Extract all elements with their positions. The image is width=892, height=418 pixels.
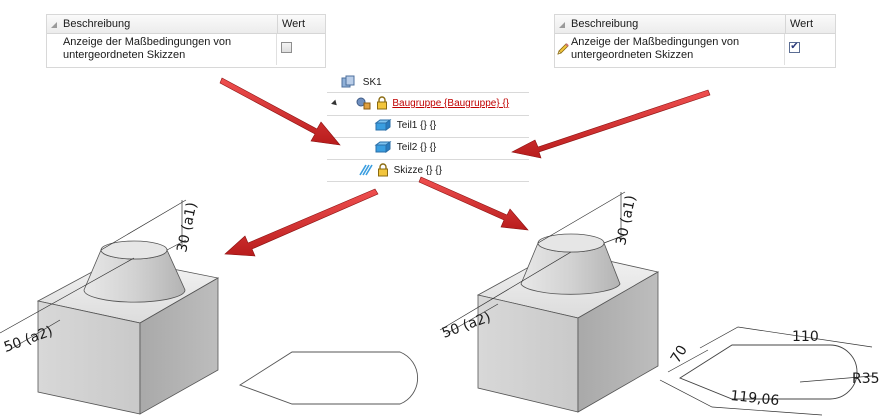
- dimension-height-label[interactable]: 30 (a1): [174, 201, 200, 254]
- property-description: Anzeige der Maßbedingungen von untergeor…: [569, 34, 786, 65]
- annotation-arrows: [219, 77, 711, 257]
- tree-node-assembly[interactable]: Baugruppe {Baugruppe} {}: [331, 93, 510, 115]
- tree-node-part1[interactable]: Teil1 {} {}: [374, 115, 436, 137]
- property-description: Anzeige der Maßbedingungen von untergeor…: [61, 34, 278, 65]
- tree-label-assembly[interactable]: Baugruppe {Baugruppe} {}: [392, 98, 510, 109]
- pencil-edit-icon: [557, 43, 569, 55]
- property-table-left: Beschreibung Wert Anzeige der Maßbedingu…: [46, 14, 326, 68]
- sketch-icon: [359, 164, 373, 176]
- arrow-tree-to-right-model: [418, 176, 529, 231]
- arrow-tree-to-left-model: [224, 188, 379, 257]
- column-header-value[interactable]: Wert: [282, 18, 306, 30]
- column-header-value[interactable]: Wert: [790, 18, 814, 30]
- description-line-1: Anzeige der Maßbedingungen von: [62, 36, 232, 48]
- description-line-2: untergeordneten Skizzen: [62, 49, 186, 61]
- property-table-right: Beschreibung Wert Anzeige der Maßbedingu…: [554, 14, 836, 68]
- description-line-2: untergeordneten Skizzen: [570, 49, 694, 61]
- tree-node-root[interactable]: SK1: [340, 72, 382, 94]
- dimension-height-label[interactable]: 30 (a1): [613, 194, 639, 247]
- show-dimension-constraints-checkbox[interactable]: [281, 42, 293, 53]
- lock-icon: [377, 163, 388, 177]
- arrow-right-table-to-tree: [511, 89, 711, 159]
- tree-label-sketch: Skizze {} {}: [393, 165, 442, 176]
- dimension-bottom-label[interactable]: 119,06: [730, 388, 780, 409]
- part-icon: [374, 119, 392, 132]
- dimension-top-label[interactable]: 110: [792, 329, 819, 345]
- tree-label-root: SK1: [362, 77, 382, 88]
- tree-node-part2[interactable]: Teil2 {} {}: [374, 137, 436, 159]
- sort-corner-icon: [555, 15, 569, 33]
- part-icon: [374, 141, 392, 154]
- tree-divider: [327, 137, 529, 138]
- property-value-cell: [785, 34, 835, 65]
- right-sketch-with-dimensions: 110 70 R35 119,06: [659, 326, 880, 416]
- sort-corner-icon: [47, 15, 61, 33]
- column-header-description[interactable]: Beschreibung: [569, 15, 786, 33]
- show-dimension-constraints-checkbox[interactable]: [789, 41, 801, 53]
- assembly-root-icon: [341, 75, 355, 88]
- right-3d-model: 30 (a1) 50 (a2): [439, 191, 660, 413]
- table-header: Beschreibung Wert: [555, 15, 835, 34]
- property-row: Anzeige der Maßbedingungen von untergeor…: [555, 34, 835, 65]
- lock-icon: [376, 96, 387, 110]
- tree-label-part2: Teil2 {} {}: [396, 142, 437, 153]
- left-3d-model: 30 (a1) 50 (a2): [0, 199, 220, 415]
- description-line-1: Anzeige der Maßbedingungen von: [570, 36, 740, 48]
- arrow-left-table-to-tree: [219, 77, 341, 146]
- tree-divider: [327, 159, 529, 160]
- row-gutter: [555, 34, 569, 65]
- property-row: Anzeige der Maßbedingungen von untergeor…: [47, 34, 325, 65]
- dimension-radius-label[interactable]: R35: [852, 371, 880, 387]
- tree-divider: [327, 92, 529, 93]
- left-sketch-outline: [238, 351, 419, 405]
- tree-label-part1: Teil1 {} {}: [396, 120, 437, 131]
- table-header: Beschreibung Wert: [47, 15, 325, 34]
- tree-divider: [327, 115, 529, 116]
- dimension-side-label[interactable]: 70: [668, 343, 691, 367]
- tree-node-sketch[interactable]: Skizze {} {}: [358, 160, 442, 182]
- property-value-cell: [277, 34, 325, 65]
- assembly-icon: [356, 97, 371, 110]
- column-header-description[interactable]: Beschreibung: [61, 15, 278, 33]
